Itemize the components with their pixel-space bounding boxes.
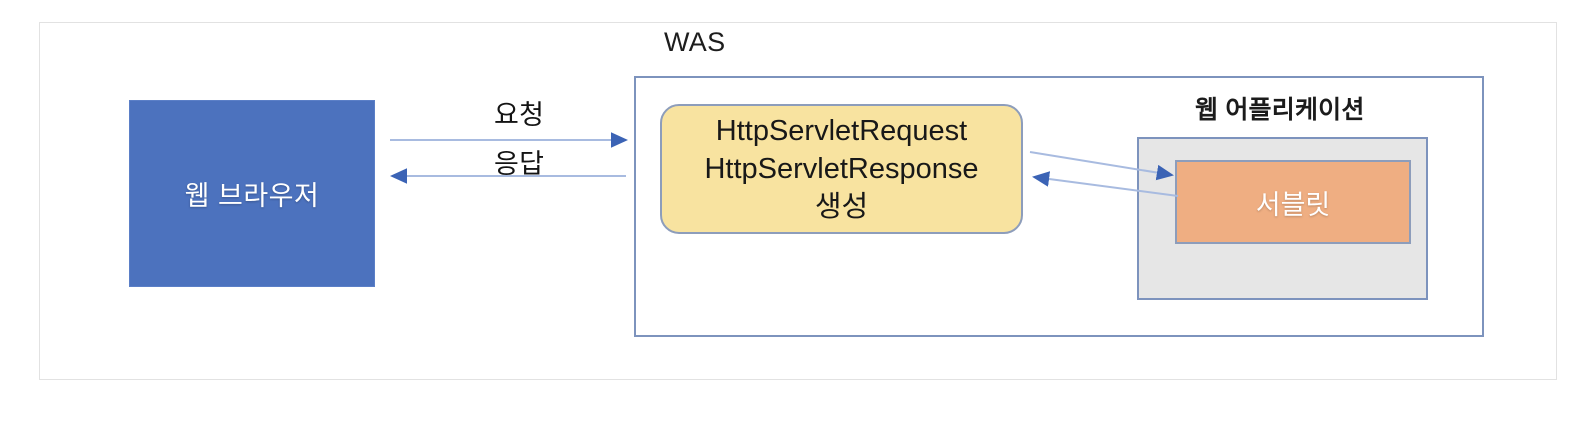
servlet-objects-box: HttpServletRequest HttpServletResponse 생… bbox=[660, 104, 1023, 234]
creation-text: 생성 bbox=[814, 191, 869, 223]
http-servlet-response-text: HttpServletResponse bbox=[704, 153, 979, 185]
web-browser-box: 웹 브라우저 bbox=[129, 100, 375, 287]
request-label: 요청 bbox=[494, 100, 545, 130]
web-browser-label: 웹 브라우저 bbox=[184, 181, 320, 211]
http-servlet-request-text: HttpServletRequest bbox=[715, 115, 968, 147]
response-label: 응답 bbox=[494, 149, 545, 179]
was-title-label: WAS bbox=[664, 27, 726, 57]
servlet-label: 서블릿 bbox=[1255, 189, 1331, 220]
servlet-box: 서블릿 bbox=[1175, 160, 1411, 244]
web-application-label: 웹 어플리케이션 bbox=[1195, 96, 1365, 124]
